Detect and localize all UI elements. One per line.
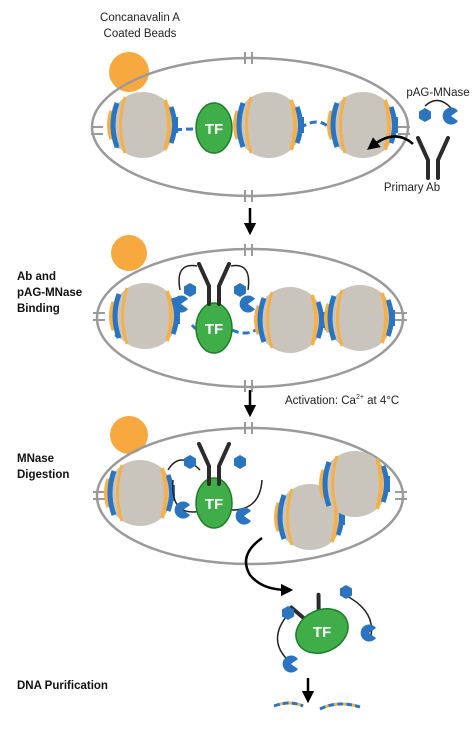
bead-icon: [111, 235, 147, 271]
stage-digestion-line2: Digestion: [17, 469, 69, 481]
tf-icon: [195, 102, 233, 154]
stage-digestion-line1: MNase: [17, 453, 54, 465]
tf-label: TF: [205, 321, 223, 338]
dna-fragment: [273, 701, 304, 708]
cell-outline: [95, 247, 405, 389]
nucleosome-icon: [330, 92, 397, 158]
stage-3-group: MNase Digestion TF: [17, 416, 407, 597]
tf-label: TF: [205, 496, 223, 513]
mnase-pacman-icon: [442, 107, 458, 125]
mnase-pacman-icon: [360, 624, 376, 642]
mnase-pacman-icon: [282, 655, 298, 673]
dna-fragment: [273, 701, 304, 708]
cell-outline: [95, 426, 405, 566]
nucleosome-icon: [112, 283, 179, 349]
nucleosome-icon: [322, 451, 389, 517]
beads-label-line2: Coated Beads: [104, 28, 177, 40]
protein-ag-hexagon-icon: [340, 585, 352, 599]
antibody-label: Primary Ab: [384, 182, 440, 194]
nucleosome-icon: [236, 92, 303, 158]
tf-icon: [195, 477, 233, 529]
enzyme-linker: [178, 264, 198, 291]
nucleosome-icon: [110, 92, 177, 158]
primary-ab-icon: [416, 136, 450, 180]
protein-ag-hexagon-icon: [234, 283, 246, 297]
cell-wall-marks: [93, 422, 407, 500]
cell-wall-marks: [91, 52, 410, 202]
activation-label: Activation: Ca2+ at 4°C: [285, 394, 399, 407]
tf-label: TF: [205, 121, 223, 138]
nucleosome-icon: [107, 460, 174, 526]
cell-wall-marks: [93, 244, 407, 392]
protein-ag-hexagon-icon: [184, 455, 196, 469]
enzyme-label: pAG-MNase: [406, 87, 469, 99]
nucleosome-icon: [327, 285, 394, 351]
stage-binding-line2: pAG-MNase: [17, 287, 82, 299]
protein-ag-hexagon-icon: [184, 283, 196, 297]
enzyme-linker: [230, 264, 250, 291]
nucleosome-icon: [257, 287, 324, 353]
stage-purification-label: DNA Purification: [17, 680, 108, 692]
protein-ag-hexagon-icon: [234, 455, 246, 469]
tf-label: TF: [313, 624, 331, 641]
beads-label-line1: Concanavalin A: [100, 12, 180, 24]
add-reagents-arrow: [367, 135, 414, 150]
stage-1-group: Concanavalin A Coated Beads TF pAG-MNase…: [90, 12, 470, 202]
dna-loop: [167, 459, 201, 471]
bound-antibody-icon: [197, 262, 231, 306]
tf-icon: [295, 608, 349, 654]
dna-fragment: [319, 702, 361, 711]
release-arrow: [244, 536, 294, 597]
stage-binding-line1: Ab and: [17, 271, 56, 283]
mnase-pacman-icon: [239, 295, 255, 313]
enzyme-linker: [424, 99, 452, 109]
stage-2-group: Ab and pAG-MNase Binding TF: [17, 235, 407, 392]
bead-icon: [110, 416, 148, 454]
bead-icon: [109, 52, 149, 92]
stage-binding-line3: Binding: [17, 303, 60, 315]
protein-ag-hexagon-icon: [419, 108, 431, 122]
stage-4-group: DNA Purification TF: [17, 585, 376, 711]
tf-icon: [195, 302, 233, 354]
